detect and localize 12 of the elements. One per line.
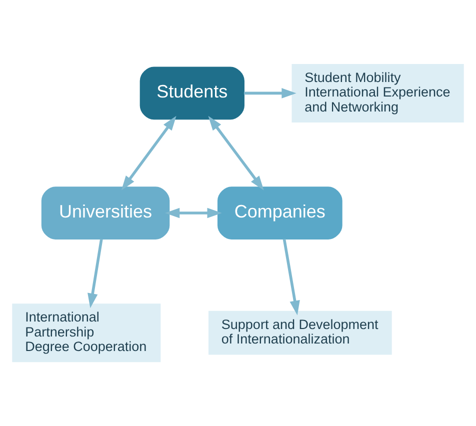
node-box: Universities [41, 186, 170, 240]
node-box: Companies [217, 186, 342, 240]
node-box: Students [140, 66, 244, 120]
node-box: International Partnership Degree Cooperation [12, 304, 161, 362]
node-box: Student Mobility International Experience and Networking [292, 64, 464, 122]
arrow [282, 238, 300, 316]
arrow [88, 238, 103, 308]
arrow [121, 116, 176, 190]
arrow [208, 116, 264, 190]
arrow [244, 88, 296, 98]
arrow [164, 208, 222, 218]
node-box: Support and Development of Internationalization [208, 310, 392, 355]
